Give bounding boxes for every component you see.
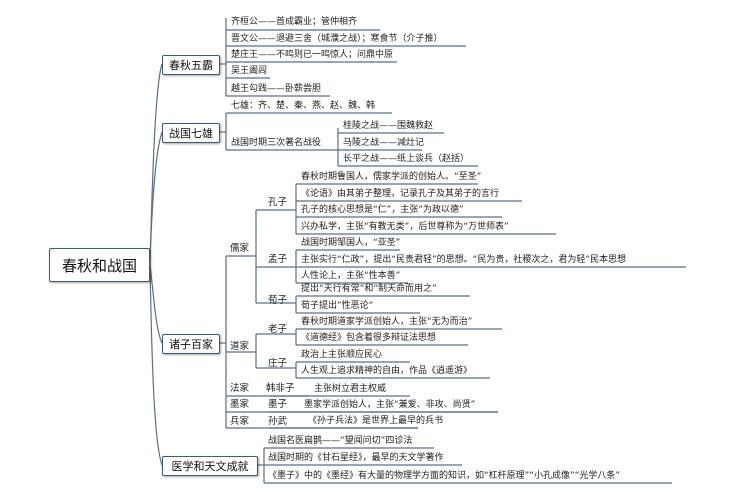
category-yixue: 医学和天文成就 bbox=[162, 456, 258, 476]
school-rujia: 儒家 bbox=[230, 243, 250, 254]
yixue-item: 《墨子》中的《墨经》有大量的物理学方面的知识，如“杠杆原理”“小孔成像”“光学八… bbox=[268, 471, 620, 481]
yixue-item: 战国时期的《甘石星经》，最早的天文学著作 bbox=[268, 453, 444, 463]
zhuangzi-item: 人生观上追求精神的自由，作品《逍遥游》 bbox=[301, 366, 473, 376]
chunqiu-item: 楚庄王——不鸣则已一鸣惊人；问鼎中原 bbox=[231, 50, 394, 60]
kongzi-item: 孔子的核心思想是“仁”，主张“为政以德” bbox=[301, 205, 464, 215]
kongzi-item: 春秋时期鲁国人，儒家学派的创始人。“至圣” bbox=[301, 172, 482, 182]
mengzi-item: 战国时期邹国人，“亚圣” bbox=[301, 238, 401, 248]
person-sunwu: 孙武 bbox=[268, 416, 288, 427]
school-mojia: 墨家 bbox=[230, 399, 250, 410]
person-kongzi: 孔子 bbox=[268, 197, 288, 208]
yixue-item: 战国名医扁鹊——“望闻问切”四诊法 bbox=[268, 436, 413, 446]
person-mozi: 墨子 bbox=[268, 399, 288, 410]
chunqiu-item: 越王勾践——卧薪尝胆 bbox=[231, 84, 322, 94]
category-zhuzi: 诸子百家 bbox=[162, 334, 220, 354]
bingjia-item: 《孙子兵法》是世界上最早的兵书 bbox=[308, 416, 444, 426]
zhuangzi-item: 政治上主张顺应民心 bbox=[301, 350, 383, 360]
person-mengzi: 孟子 bbox=[268, 254, 288, 265]
chunqiu-item: 吴王阖闾 bbox=[231, 66, 268, 76]
person-hanfeizi: 韩非子 bbox=[266, 383, 295, 394]
zhanguo-states: 七雄：齐、楚、秦、燕、赵、魏、韩 bbox=[231, 101, 376, 111]
category-chunqiu: 春秋五霸 bbox=[162, 55, 220, 75]
kongzi-item: 兴办私学，主张“有教无类”，后世尊称为“万世师表” bbox=[301, 222, 509, 232]
zhanguo-battles-label: 战国时期三次著名战役 bbox=[231, 138, 322, 148]
root-node: 春秋和战国 bbox=[49, 248, 150, 282]
xunzi-item: 提出“天行有常”和“制天命而用之” bbox=[301, 284, 437, 294]
mengzi-item: 人性论上，主张“性本善” bbox=[301, 271, 401, 281]
person-xunzi: 荀子 bbox=[268, 295, 288, 306]
laozi-item: 春秋时期道家学派创始人，主张“无为而治” bbox=[301, 317, 473, 327]
battle-item: 桂陵之战——围魏救赵 bbox=[343, 121, 434, 131]
laozi-item: 《道德经》包含着很多辩证法思想 bbox=[301, 333, 437, 343]
battle-item: 马陵之战——减灶记 bbox=[343, 138, 425, 148]
fajia-item: 主张树立君主权威 bbox=[314, 384, 387, 394]
chunqiu-item: 齐桓公——首成霸业；管仲相齐 bbox=[231, 17, 358, 27]
person-laozi: 老子 bbox=[268, 324, 288, 335]
mengzi-item: 主张实行“仁政”，提出“民贵君轻”的思想。“民为贵，社稷次之，君为轻”民本思想 bbox=[301, 255, 626, 265]
xunzi-item: 荀子提出”性恶论“ bbox=[301, 301, 374, 311]
school-bingjia: 兵家 bbox=[230, 416, 250, 427]
person-zhuangzi: 庄子 bbox=[268, 358, 288, 369]
school-daojia: 道家 bbox=[230, 341, 250, 352]
mojia-item: 墨家学派创始人，主张“兼爱、非攻、尚贤” bbox=[304, 400, 476, 410]
chunqiu-item: 晋文公——退避三舍（城濮之战）；寒食节（介子推） bbox=[231, 34, 443, 44]
battle-item: 长平之战——纸上谈兵（赵括） bbox=[343, 154, 470, 164]
school-fajia: 法家 bbox=[230, 383, 250, 394]
kongzi-item: 《论语》由其弟子整理，记录孔子及其弟子的言行 bbox=[301, 189, 500, 199]
category-zhanguo: 战国七雄 bbox=[162, 123, 220, 143]
